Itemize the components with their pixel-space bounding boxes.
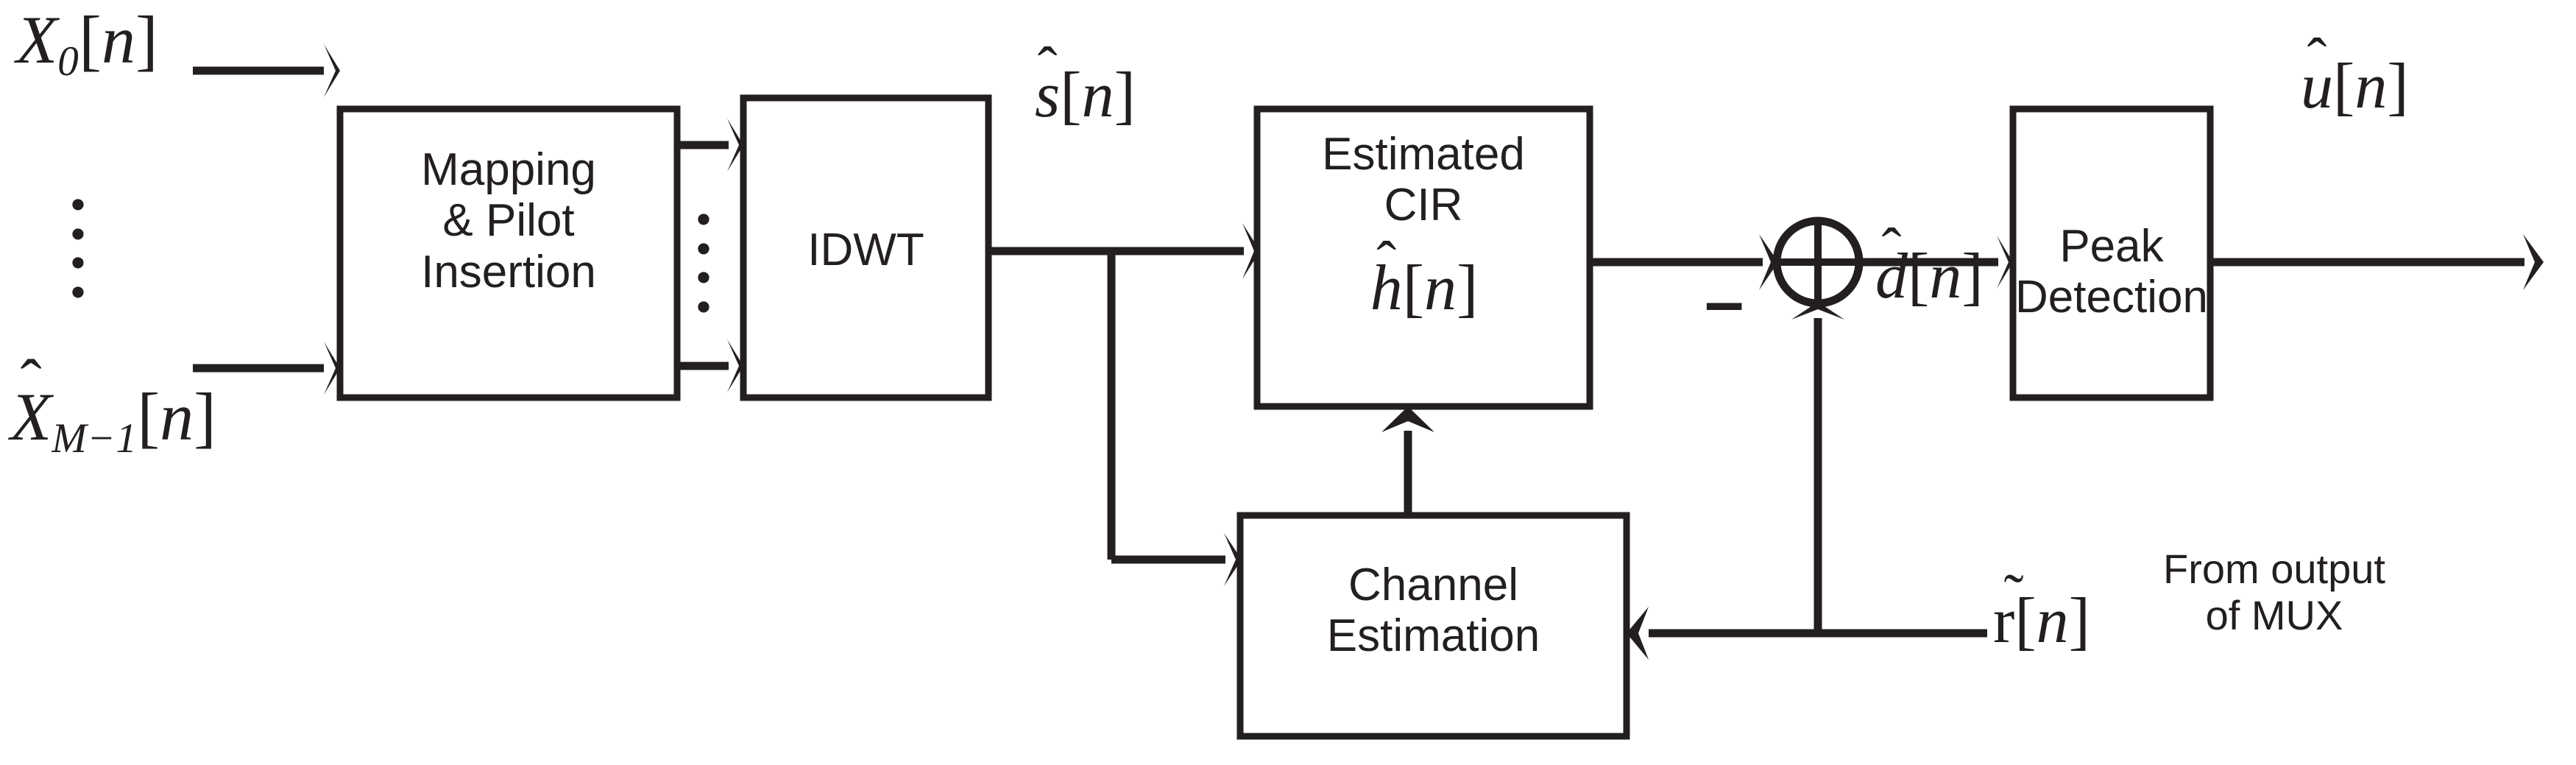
input-bottom-base: X <box>10 379 52 454</box>
cir-inner-base: h <box>1370 253 1403 324</box>
peak-out-base: u <box>2301 51 2333 122</box>
block-mapping-pilot-insertion[interactable] <box>336 105 681 401</box>
wire-idwt-to-cir <box>988 223 1260 279</box>
peak-out-index: [n] <box>2333 51 2409 122</box>
block-label-peak-detection: Peak Detection <box>1998 221 2225 323</box>
ellipsis-dot: • <box>695 251 712 304</box>
wire-mapping-to-idwt-bottom <box>677 339 743 392</box>
signal-label-idwt-output: ̂s[n] <box>1035 63 1136 128</box>
mux-note-line-2: of MUX <box>2205 591 2343 638</box>
chanest-label-line-2: Estimation <box>1326 610 1540 662</box>
signal-label-feedback-input: ̃r[n] <box>1993 589 2090 654</box>
sum-out-base: d <box>1875 241 1908 312</box>
annotation-from-output-of-mux: From output of MUX <box>2120 546 2429 638</box>
feedback-in-index: [n] <box>2014 585 2090 657</box>
block-label-mapping-pilot-insertion: Mapping & Pilot Insertion <box>340 144 677 297</box>
input-top-base: X <box>16 2 58 77</box>
block-estimated-cir[interactable] <box>1253 105 1593 410</box>
peak-label-line-2: Detection <box>2015 272 2208 323</box>
vertical-ellipsis-middle: • • • • <box>689 193 718 334</box>
signal-label-cir-impulse-response: ̂h[n] <box>1317 256 1531 321</box>
block-label-idwt: IDWT <box>743 225 988 275</box>
summing-junction[interactable] <box>1772 216 1864 308</box>
feedback-in-base: r <box>1993 585 2015 657</box>
wire-peak-output <box>2210 234 2544 290</box>
peak-label-line-1: Peak <box>2059 221 2164 272</box>
idwt-out-index: [n] <box>1060 60 1136 131</box>
mux-note-line-1: From output <box>2163 546 2385 592</box>
ellipsis-dot: • <box>69 236 87 289</box>
idwt-label-line-1: IDWT <box>807 225 924 275</box>
block-label-estimated-cir: Estimated CIR <box>1257 129 1590 231</box>
block-idwt[interactable] <box>740 94 992 401</box>
ellipsis-dot: • <box>695 281 712 334</box>
wire-input-top <box>193 44 340 97</box>
cir-label-line-2: CIR <box>1384 180 1463 231</box>
block-channel-estimation[interactable] <box>1236 512 1630 740</box>
idwt-out-base: s <box>1035 60 1061 131</box>
ellipsis-dot: • <box>69 207 87 260</box>
cir-inner-index: [n] <box>1402 253 1479 324</box>
ellipsis-dot: • <box>695 193 712 245</box>
ellipsis-dot: • <box>69 266 87 319</box>
cir-label-line-1: Estimated <box>1322 129 1525 180</box>
wire-feedback-to-sum <box>1791 302 1844 633</box>
signal-label-peak-output: ̂u[n] <box>2301 54 2409 119</box>
signal-label-input-bottom: ̂XM−1[n] <box>10 383 216 459</box>
wire-mapping-to-idwt-top <box>677 119 743 172</box>
input-top-subscript: 0 <box>57 38 79 85</box>
vertical-ellipsis-left: • • • • <box>63 178 93 319</box>
input-bottom-index: [n] <box>137 379 216 454</box>
mapping-label-line-2: & Pilot <box>442 195 575 247</box>
block-peak-detection[interactable] <box>2009 105 2214 401</box>
mapping-label-line-3: Insertion <box>421 246 596 297</box>
ellipsis-dot: • <box>69 178 87 230</box>
signal-label-input-top: ̂X0[n] <box>16 6 158 82</box>
ellipsis-dot: • <box>695 222 712 275</box>
mapping-label-line-1: Mapping <box>421 144 596 195</box>
input-bottom-subscript: M−1 <box>52 415 138 462</box>
summing-junction-minus-sign: – <box>1705 262 1744 341</box>
wire-sbranch-to-channel-estimation <box>1107 251 1242 586</box>
input-top-index: [n] <box>79 2 158 77</box>
wire-cir-to-sum <box>1590 234 1778 290</box>
signal-label-sum-output: ̂d[n] <box>1875 244 1984 309</box>
block-label-channel-estimation: Channel Estimation <box>1240 560 1627 662</box>
sum-out-index: [n] <box>1908 241 1984 312</box>
wire-feedback-to-channel-estimation <box>1627 607 1987 660</box>
wire-channel-estimation-to-cir <box>1381 406 1434 515</box>
chanest-label-line-1: Channel <box>1348 560 1518 610</box>
